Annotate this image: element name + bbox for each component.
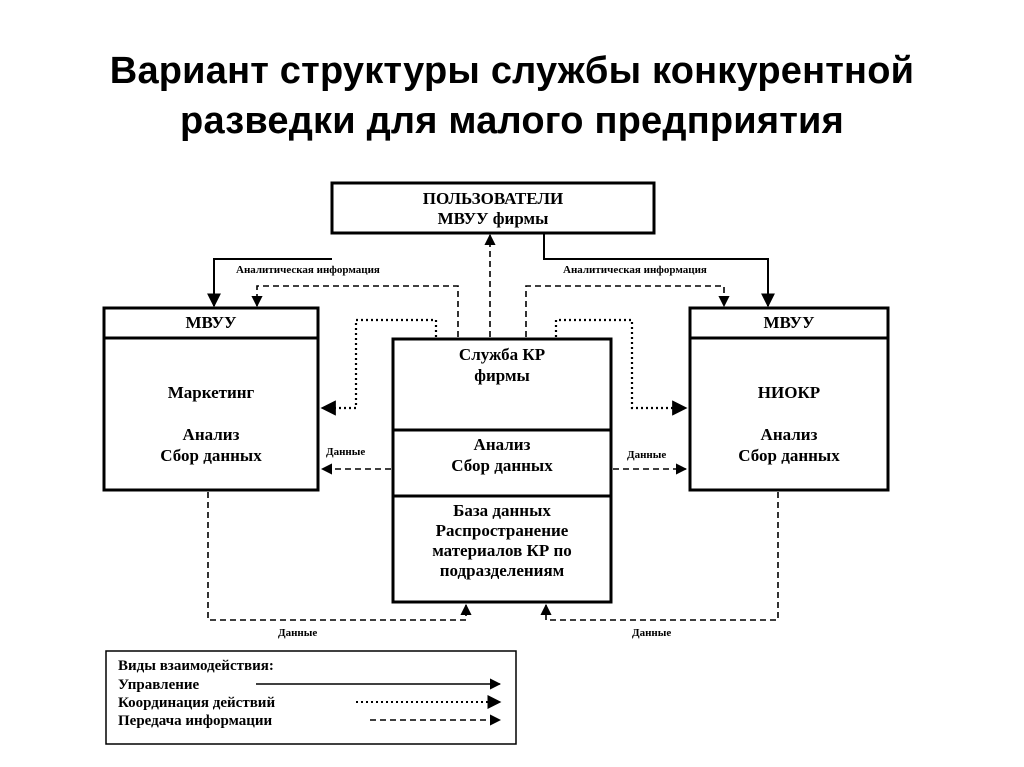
analytic-info-left-label: Аналитическая информация — [236, 264, 380, 276]
left-box-line-2: Анализ — [183, 425, 240, 444]
center-s3-line-2: Распространение — [436, 521, 569, 540]
analytic-info-right-label: Аналитическая информация — [563, 264, 707, 276]
center-box: Служба КР фирмы Анализ Сбор данных База … — [391, 337, 613, 604]
legend-item-label: Координация действий — [118, 695, 275, 711]
control-arrow-left — [207, 258, 332, 308]
legend-item-label: Управление — [118, 677, 200, 693]
data-left-label: Данные — [326, 446, 365, 458]
slide-title: Вариант структуры службы конкурентной ра… — [0, 46, 1024, 146]
legend-heading: Виды взаимодействия: — [118, 658, 274, 674]
data-bottom-right-label: Данные — [632, 627, 671, 639]
left-box-header: МВУУ — [186, 313, 237, 332]
info-arrow-left-to-db — [207, 492, 472, 621]
center-s1-line-2: фирмы — [474, 366, 530, 385]
coordination-arrows — [320, 318, 688, 416]
info-arrows — [207, 233, 779, 621]
info-arrow-center-to-left-top — [251, 285, 459, 337]
data-right-label: Данные — [627, 449, 666, 461]
right-box-line-3: Сбор данных — [738, 446, 840, 465]
center-s3-line-4: подразделениям — [440, 561, 565, 580]
right-box-line-2: Анализ — [761, 425, 818, 444]
center-s1-line-1: Служба КР — [459, 345, 545, 364]
legend: Виды взаимодействия: Управление Координа… — [105, 650, 517, 745]
control-arrow-right — [543, 233, 775, 308]
data-bottom-left-label: Данные — [278, 627, 317, 639]
left-box-line-1: Маркетинг — [168, 383, 255, 402]
right-box-header: МВУУ — [764, 313, 815, 332]
control-arrows — [207, 233, 775, 308]
users-box-line-1: ПОЛЬЗОВАТЕЛИ — [423, 189, 563, 208]
right-mvuu-box: МВУУ НИОКР Анализ Сбор данных — [688, 306, 890, 492]
info-arrow-center-to-right-top — [525, 285, 730, 337]
center-s2-line-1: Анализ — [474, 435, 531, 454]
users-box-line-2: МВУУ фирмы — [438, 209, 549, 228]
coord-arrow-left — [320, 318, 438, 416]
title-line-2: разведки для малого предприятия — [180, 100, 844, 142]
center-s2-line-2: Сбор данных — [451, 456, 553, 475]
right-box-line-1: НИОКР — [758, 383, 820, 402]
legend-item-label: Передача информации — [118, 713, 273, 729]
coord-arrow-right — [554, 318, 688, 416]
left-box-line-3: Сбор данных — [160, 446, 262, 465]
left-mvuu-box: МВУУ Маркетинг Анализ Сбор данных — [102, 306, 320, 492]
users-box: ПОЛЬЗОВАТЕЛИ МВУУ фирмы — [330, 181, 656, 235]
center-s3-line-3: материалов КР по — [432, 541, 572, 560]
title-line-1: Вариант структуры службы конкурентной — [109, 50, 915, 92]
info-arrow-right-to-db — [540, 492, 779, 621]
center-s3-line-1: База данных — [453, 501, 551, 520]
